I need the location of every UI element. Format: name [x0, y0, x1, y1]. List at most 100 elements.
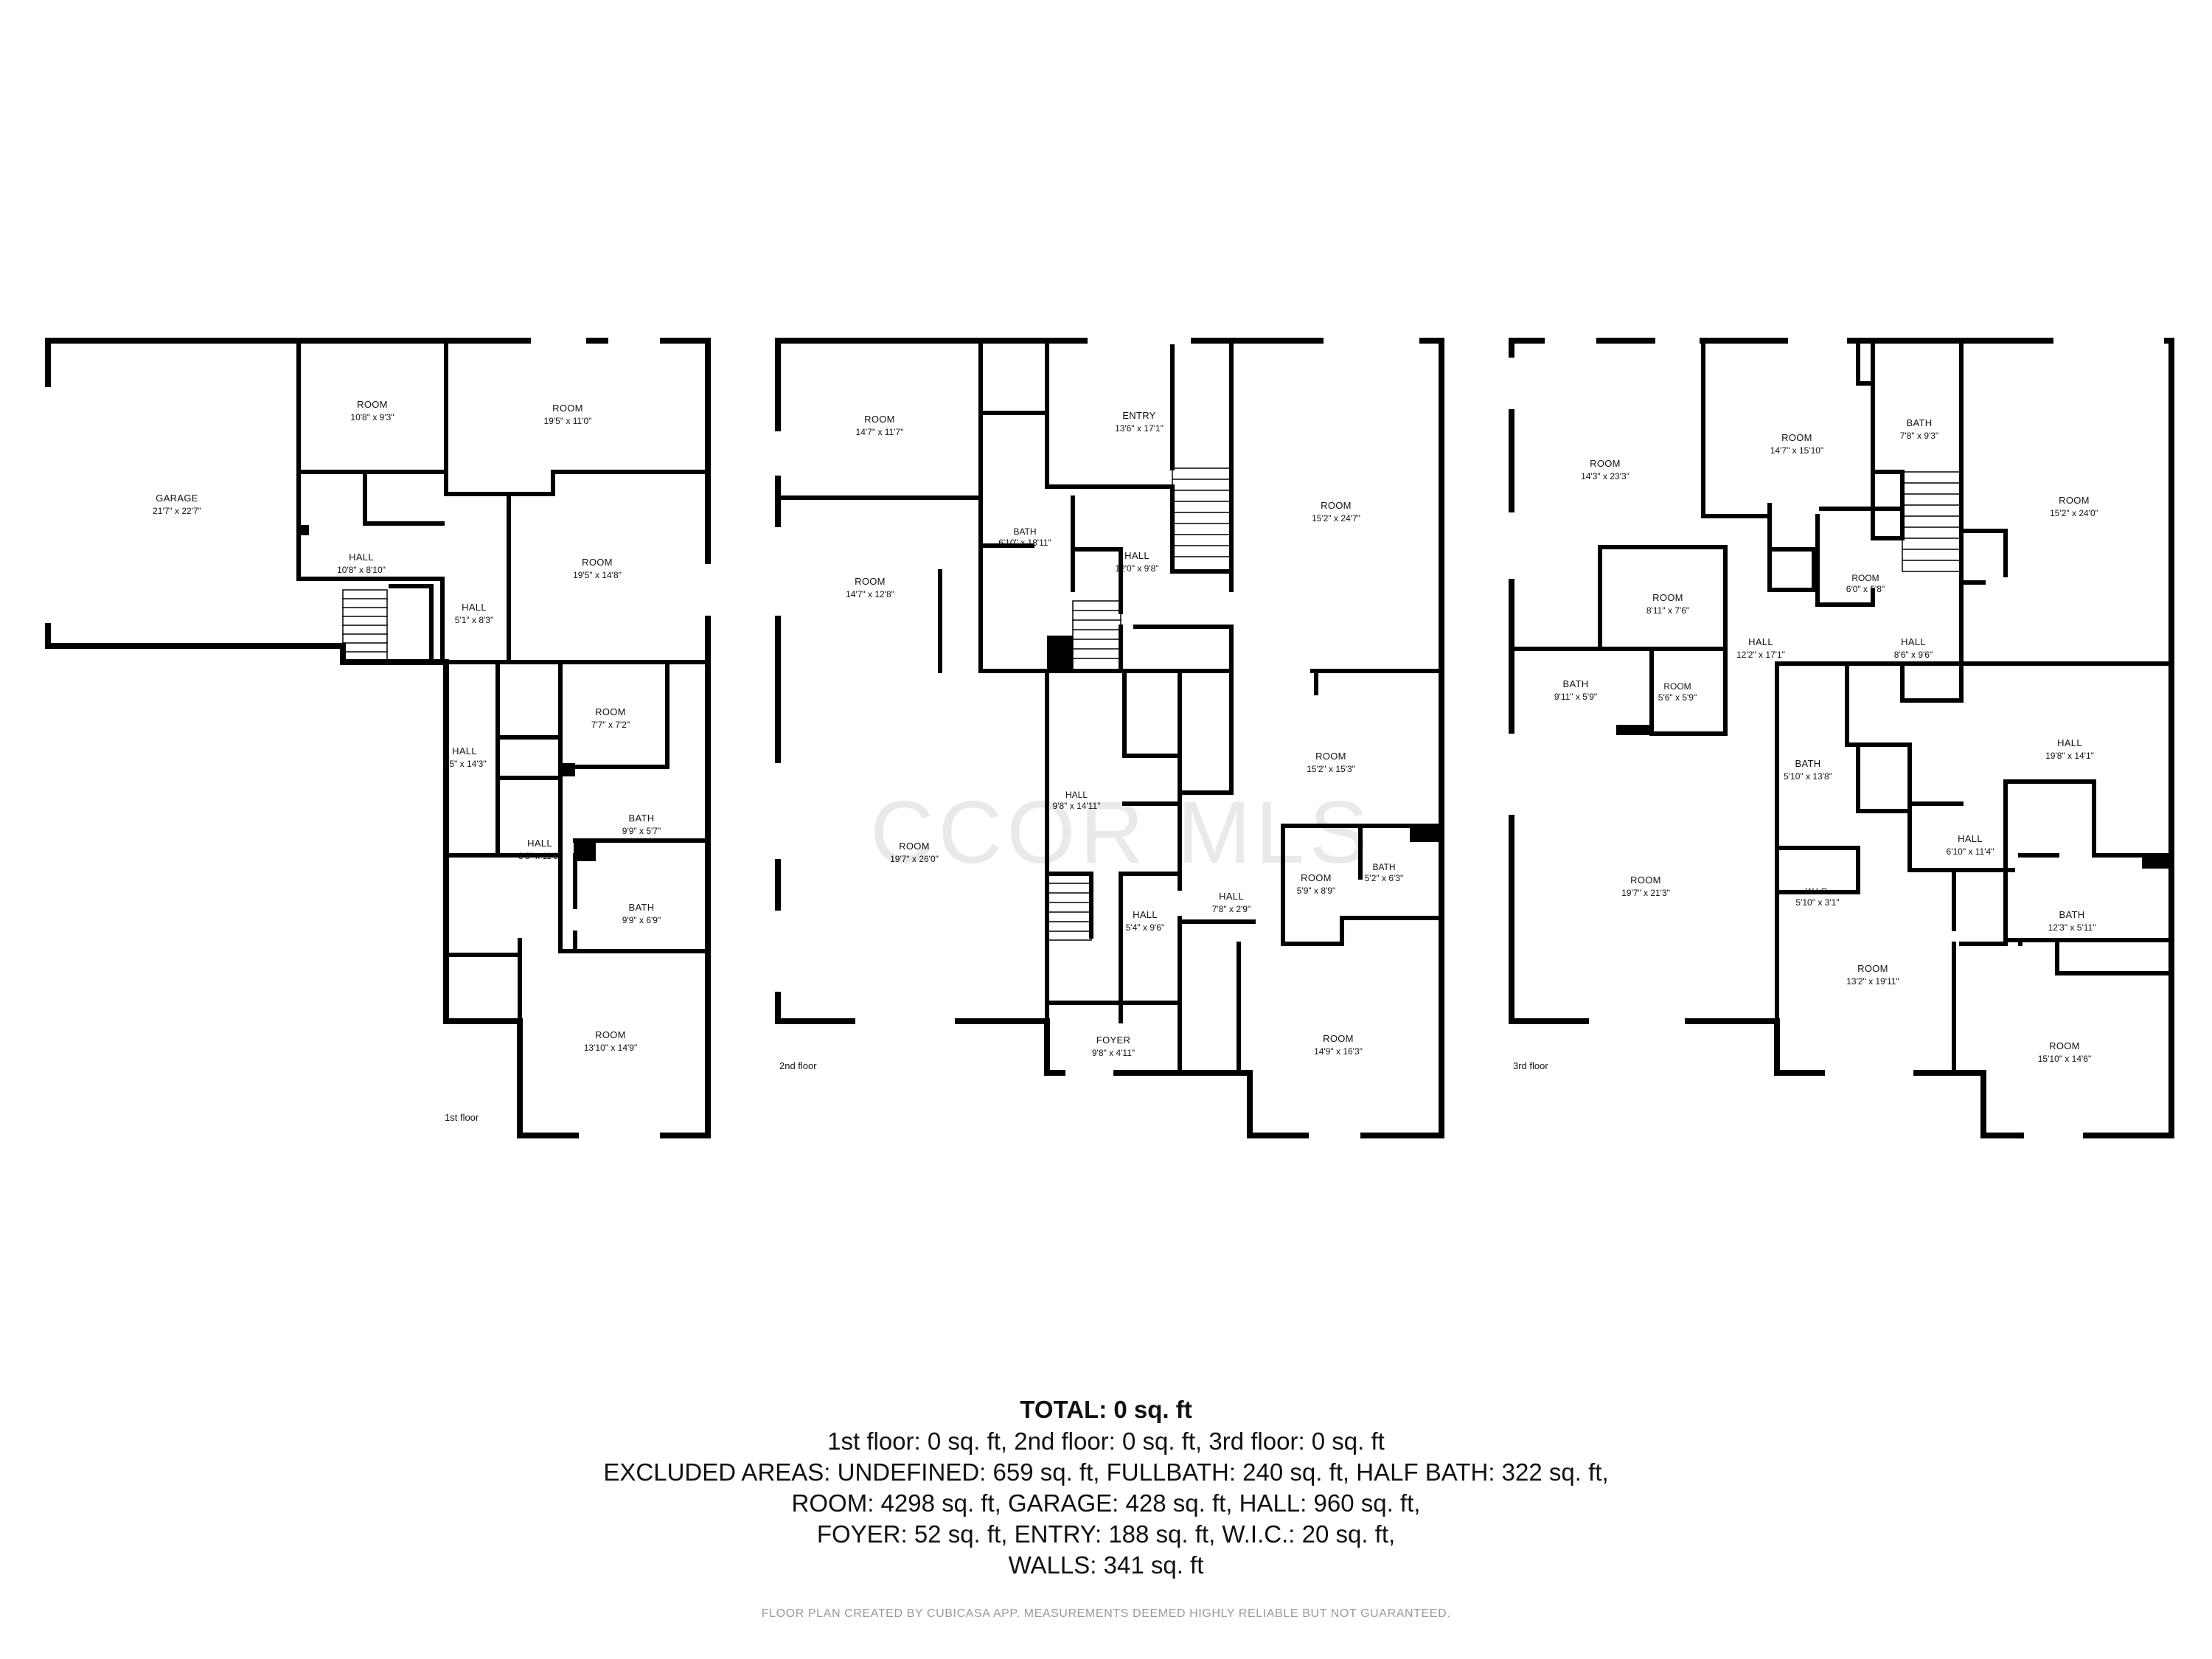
room-label: ROOM — [1781, 432, 1812, 443]
floor-name: 1st floor — [445, 1112, 479, 1123]
room-dim: 9'11" x 5'9" — [1554, 692, 1597, 702]
room-dim: 9'8" x 4'11" — [1092, 1048, 1135, 1058]
room-label: ROOM — [595, 1029, 626, 1040]
room-label: BATH — [1563, 678, 1589, 689]
room-label: ROOM — [899, 841, 930, 852]
floor-1-windows — [44, 337, 712, 1139]
room-dim: 8'11" x 7'6" — [1646, 605, 1689, 616]
room-dim: 14'3" x 23'3" — [1581, 471, 1630, 481]
room-dim: 14'9" x 16'3" — [1314, 1046, 1363, 1057]
disclaimer-footer: FLOOR PLAN CREATED BY CUBICASA APP. MEAS… — [761, 1607, 1451, 1620]
floor-name: 2nd floor — [779, 1060, 817, 1071]
summary-line: EXCLUDED AREAS: UNDEFINED: 659 sq. ft, F… — [603, 1458, 1609, 1486]
summary-line: WALLS: 341 sq. ft — [1008, 1551, 1204, 1579]
room-dim: 7'7" x 7'2" — [591, 720, 630, 730]
room-label: FOYER — [1096, 1034, 1130, 1046]
room-dim: 14'7" x 11'7" — [856, 427, 904, 437]
room-label: BATH — [629, 813, 655, 824]
floor-1-pillar — [297, 525, 309, 535]
room-label: ROOM — [1851, 573, 1879, 583]
room-label: BATH — [1907, 417, 1933, 428]
room-label: BATH — [2059, 909, 2085, 920]
room-dim: 13'6" x 17'1" — [1115, 423, 1164, 434]
room-dim: 12'3" x 5'11" — [2048, 922, 2096, 933]
room-label: BATH — [629, 902, 655, 913]
room-dim: 6'10" x 18'11" — [998, 538, 1051, 548]
room-dim: 9'8" x 14'11" — [1053, 801, 1101, 811]
room-dim: 6'10" x 11'4" — [1947, 846, 1994, 857]
room-label: HALL — [1065, 790, 1088, 800]
room-dim: 14'7" x 12'8" — [846, 589, 894, 599]
floor-2-walls — [775, 338, 1444, 1138]
floor-3-column — [1616, 725, 1652, 735]
room-dim: 5'2" x 6'3" — [1365, 873, 1403, 883]
room-label: BATH — [1013, 526, 1036, 537]
room-dim: 19'8" x 14'1" — [2045, 751, 2094, 761]
room-label: HALL — [462, 602, 487, 613]
room-label: ROOM — [1630, 874, 1661, 886]
floor-2-windows — [774, 337, 1419, 1139]
room-label: BATH — [1372, 862, 1395, 872]
room-label: HALL — [1124, 550, 1150, 561]
room-dim: 15'10" x 14'6" — [2038, 1054, 2092, 1064]
floor-3-column-2 — [2142, 855, 2171, 869]
room-dim: 12'0" x 9'8" — [1115, 563, 1158, 574]
room-dim: 13'10" x 14'9" — [584, 1043, 638, 1053]
room-dim: 13'2" x 19'11" — [1846, 976, 1899, 987]
room-dim: 19'5" x 11'0" — [544, 416, 592, 426]
room-label: ROOM — [864, 414, 895, 425]
room-dim: 14'7" x 15'10" — [1770, 445, 1824, 456]
room-label: HALL — [349, 552, 374, 563]
room-label: ROOM — [1663, 681, 1691, 692]
room-dim: 15'2" x 24'0" — [2050, 508, 2098, 518]
floor-3-windows — [1508, 337, 2164, 1139]
room-label: BATH — [1795, 758, 1821, 769]
room-label: HALL — [452, 745, 477, 757]
floor-name: 3rd floor — [1513, 1060, 1548, 1071]
room-label: HALL — [527, 838, 552, 849]
room-label: ROOM — [582, 557, 613, 568]
floor-3-stairs — [1902, 471, 1962, 572]
summary-line: FOYER: 52 sq. ft, ENTRY: 188 sq. ft, W.I… — [816, 1520, 1396, 1548]
room-dim: 12'2" x 17'1" — [1736, 650, 1785, 660]
room-dim: 5'1" x 8'3" — [455, 615, 493, 625]
floor-1-interior — [296, 338, 710, 1138]
floor-2-stairs — [1046, 467, 1232, 941]
room-dim: 15'2" x 24'7" — [1312, 513, 1360, 524]
room-label: ROOM — [357, 399, 388, 410]
room-label: GARAGE — [156, 493, 198, 504]
summary-line: 1st floor: 0 sq. ft, 2nd floor: 0 sq. ft… — [827, 1427, 1385, 1455]
floor-2-column — [1047, 636, 1073, 671]
room-label: HALL — [1133, 909, 1158, 920]
room-dim: 10'8" x 9'3" — [350, 412, 394, 422]
room-dim: 15'2" x 15'3" — [1307, 764, 1355, 774]
room-dim: 19'5" x 14'8" — [573, 570, 622, 580]
room-dim: 5'10" x 13'8" — [1784, 771, 1832, 782]
room-label: HALL — [1219, 891, 1244, 902]
room-label: ROOM — [1323, 1033, 1354, 1044]
room-label: ENTRY — [1122, 410, 1155, 421]
room-dim: 19'7" x 26'0" — [890, 854, 939, 864]
room-dim: 5'6" x 5'9" — [1658, 692, 1697, 703]
room-label: ROOM — [1857, 963, 1888, 974]
room-dim: 3'8" x 11'9" — [518, 851, 561, 861]
floor-3-labels: ROOM 14'3" x 23'3" ROOM 14'7" x 15'10" B… — [1513, 417, 2098, 1071]
room-label: ROOM — [2059, 495, 2090, 506]
room-label: ROOM — [595, 706, 626, 717]
room-dim: 5'4" x 9'6" — [1126, 922, 1164, 933]
room-dim: 5'9" x 8'9" — [1297, 886, 1335, 896]
floor-2-column-2 — [1410, 826, 1439, 842]
room-label: HALL — [2057, 737, 2082, 748]
floor-1-column — [574, 841, 596, 861]
room-dim: 19'7" x 21'3" — [1621, 888, 1670, 898]
room-dim: 21'7" x 22'7" — [153, 506, 201, 516]
floor-1-walls — [45, 338, 711, 1138]
area-summary: TOTAL: 0 sq. ft 1st floor: 0 sq. ft, 2nd… — [0, 1394, 2212, 1581]
room-dim: 8'6" x 9'6" — [1894, 650, 1933, 660]
floor-1-column-2 — [560, 763, 575, 776]
room-dim: 7'8" x 2'9" — [1212, 904, 1251, 914]
room-dim: 9'9" x 6'9" — [622, 915, 661, 925]
room-label: ROOM — [1652, 592, 1683, 603]
floor-1-stairs — [342, 589, 388, 661]
floor-1-labels: GARAGE 21'7" x 22'7" ROOM 10'8" x 9'3" R… — [153, 399, 661, 1123]
